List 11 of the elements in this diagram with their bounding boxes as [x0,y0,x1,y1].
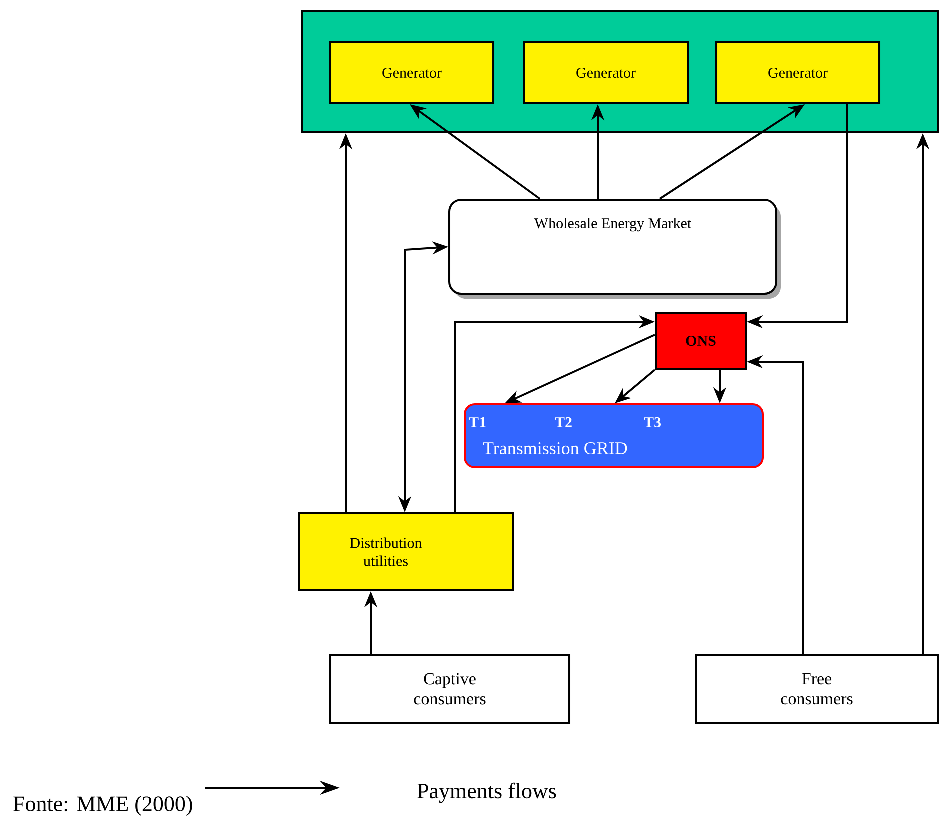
caption: Fonte: MME (2000) [14,796,192,816]
distribution-box: Distribution utilities [298,512,514,592]
transmission-grid-box: T1 T2 T3 Transmission GRID [464,404,764,468]
consumer-box: Captive consumers [330,654,570,724]
legend-text: Payments flows [418,782,556,804]
ons-box: ONS [655,312,747,370]
generator-box: Generator [716,42,881,104]
generator-box: Generator [330,42,494,104]
generator-box: Generator [523,42,689,104]
consumer-box: Free consumers [695,654,939,724]
market-box: Wholesale Energy Market [448,199,782,299]
